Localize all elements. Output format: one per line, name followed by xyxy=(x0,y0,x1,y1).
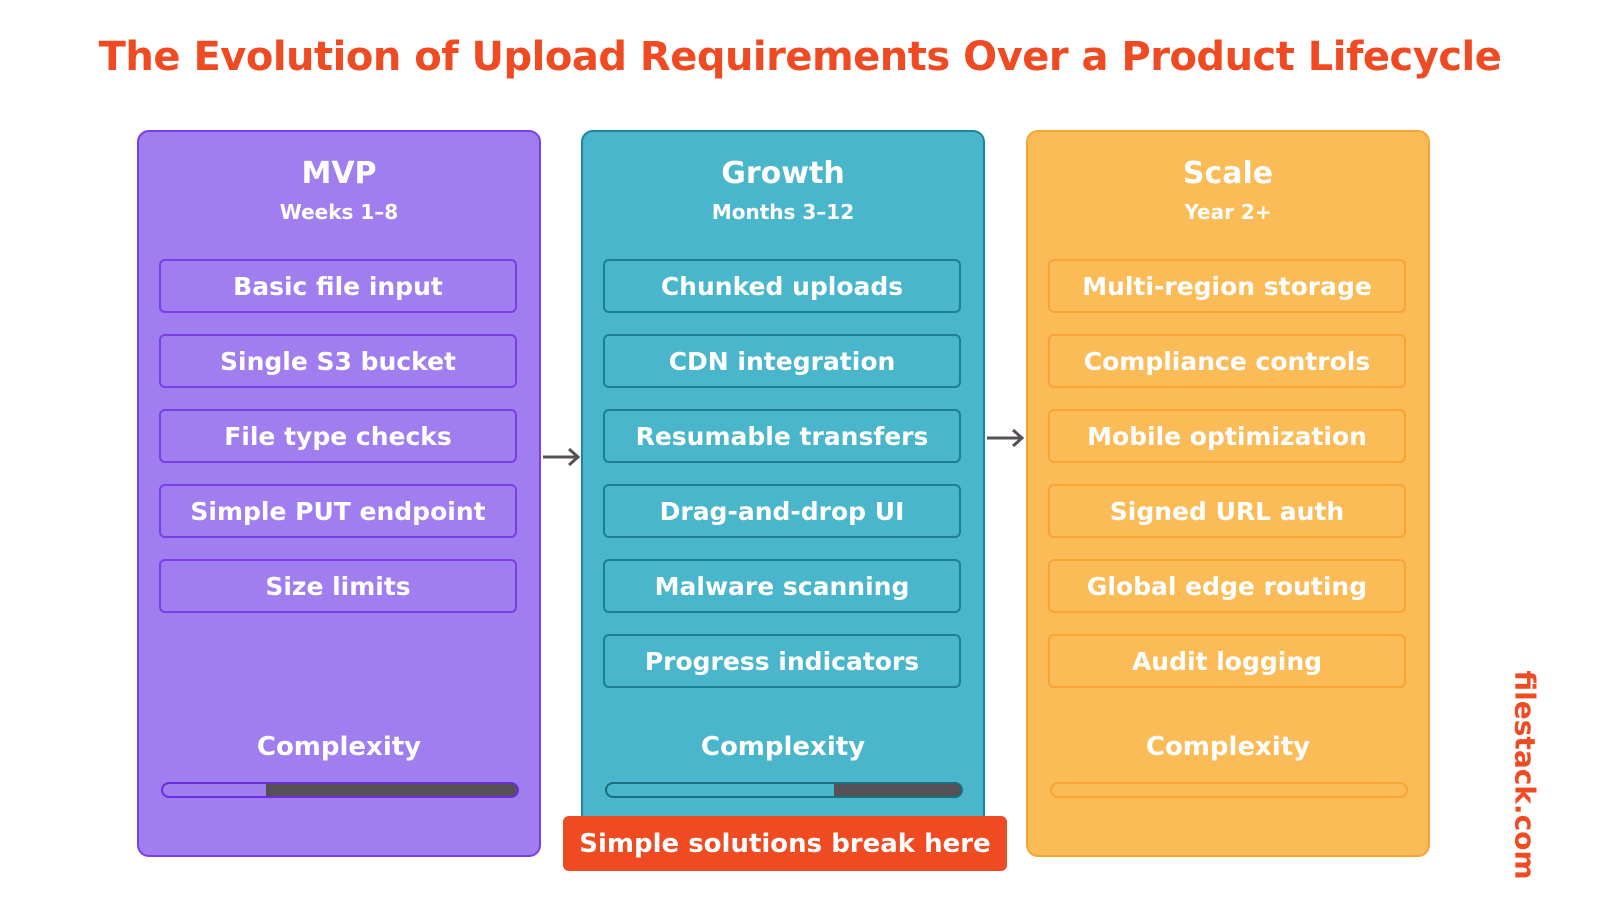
complexity-label: Complexity xyxy=(256,732,422,762)
arrow-right-icon xyxy=(543,447,581,467)
requirement-item: Resumable transfers xyxy=(603,409,961,463)
stage-period: Months 3–12 xyxy=(711,200,855,224)
requirement-item: Global edge routing xyxy=(1048,559,1406,613)
requirement-item: Size limits xyxy=(159,559,517,613)
complexity-bar-fill xyxy=(163,784,266,796)
requirement-item: Audit logging xyxy=(1048,634,1406,688)
requirement-item: Progress indicators xyxy=(603,634,961,688)
requirement-item: File type checks xyxy=(159,409,517,463)
stage-name: Scale xyxy=(1182,156,1274,191)
requirement-item: Malware scanning xyxy=(603,559,961,613)
stage-name: MVP xyxy=(301,156,377,191)
requirement-item: Signed URL auth xyxy=(1048,484,1406,538)
arrow-right-icon xyxy=(987,428,1025,448)
requirement-item: Compliance controls xyxy=(1048,334,1406,388)
requirement-item: Chunked uploads xyxy=(603,259,961,313)
complexity-bar xyxy=(605,782,963,798)
requirement-item: Mobile optimization xyxy=(1048,409,1406,463)
requirement-list: Basic file input Single S3 bucket File t… xyxy=(159,259,517,634)
complexity-bar xyxy=(1050,782,1408,798)
page-title: The Evolution of Upload Requirements Ove… xyxy=(98,34,1502,80)
complexity-label: Complexity xyxy=(1145,732,1311,762)
stage-name: Growth xyxy=(721,156,845,191)
complexity-label: Complexity xyxy=(700,732,866,762)
complexity-bar-fill xyxy=(607,784,834,796)
stage-mvp: MVP Weeks 1–8 Basic file input Single S3… xyxy=(137,130,541,857)
requirement-item: Basic file input xyxy=(159,259,517,313)
requirement-list: Chunked uploads CDN integration Resumabl… xyxy=(603,259,961,709)
callout-badge: Simple solutions break here xyxy=(563,816,1007,871)
stage-growth: Growth Months 3–12 Chunked uploads CDN i… xyxy=(581,130,985,857)
requirement-item: CDN integration xyxy=(603,334,961,388)
requirement-item: Multi-region storage xyxy=(1048,259,1406,313)
stage-period: Year 2+ xyxy=(1184,200,1272,224)
complexity-bar xyxy=(161,782,519,798)
requirement-item: Drag-and-drop UI xyxy=(603,484,961,538)
requirement-item: Single S3 bucket xyxy=(159,334,517,388)
stage-period: Weeks 1–8 xyxy=(279,200,399,224)
requirement-item: Simple PUT endpoint xyxy=(159,484,517,538)
stage-scale: Scale Year 2+ Multi-region storage Compl… xyxy=(1026,130,1430,857)
requirement-list: Multi-region storage Compliance controls… xyxy=(1048,259,1406,709)
brand-logo: filestack.com xyxy=(1508,670,1542,880)
complexity-bar-fill xyxy=(1052,784,1406,796)
